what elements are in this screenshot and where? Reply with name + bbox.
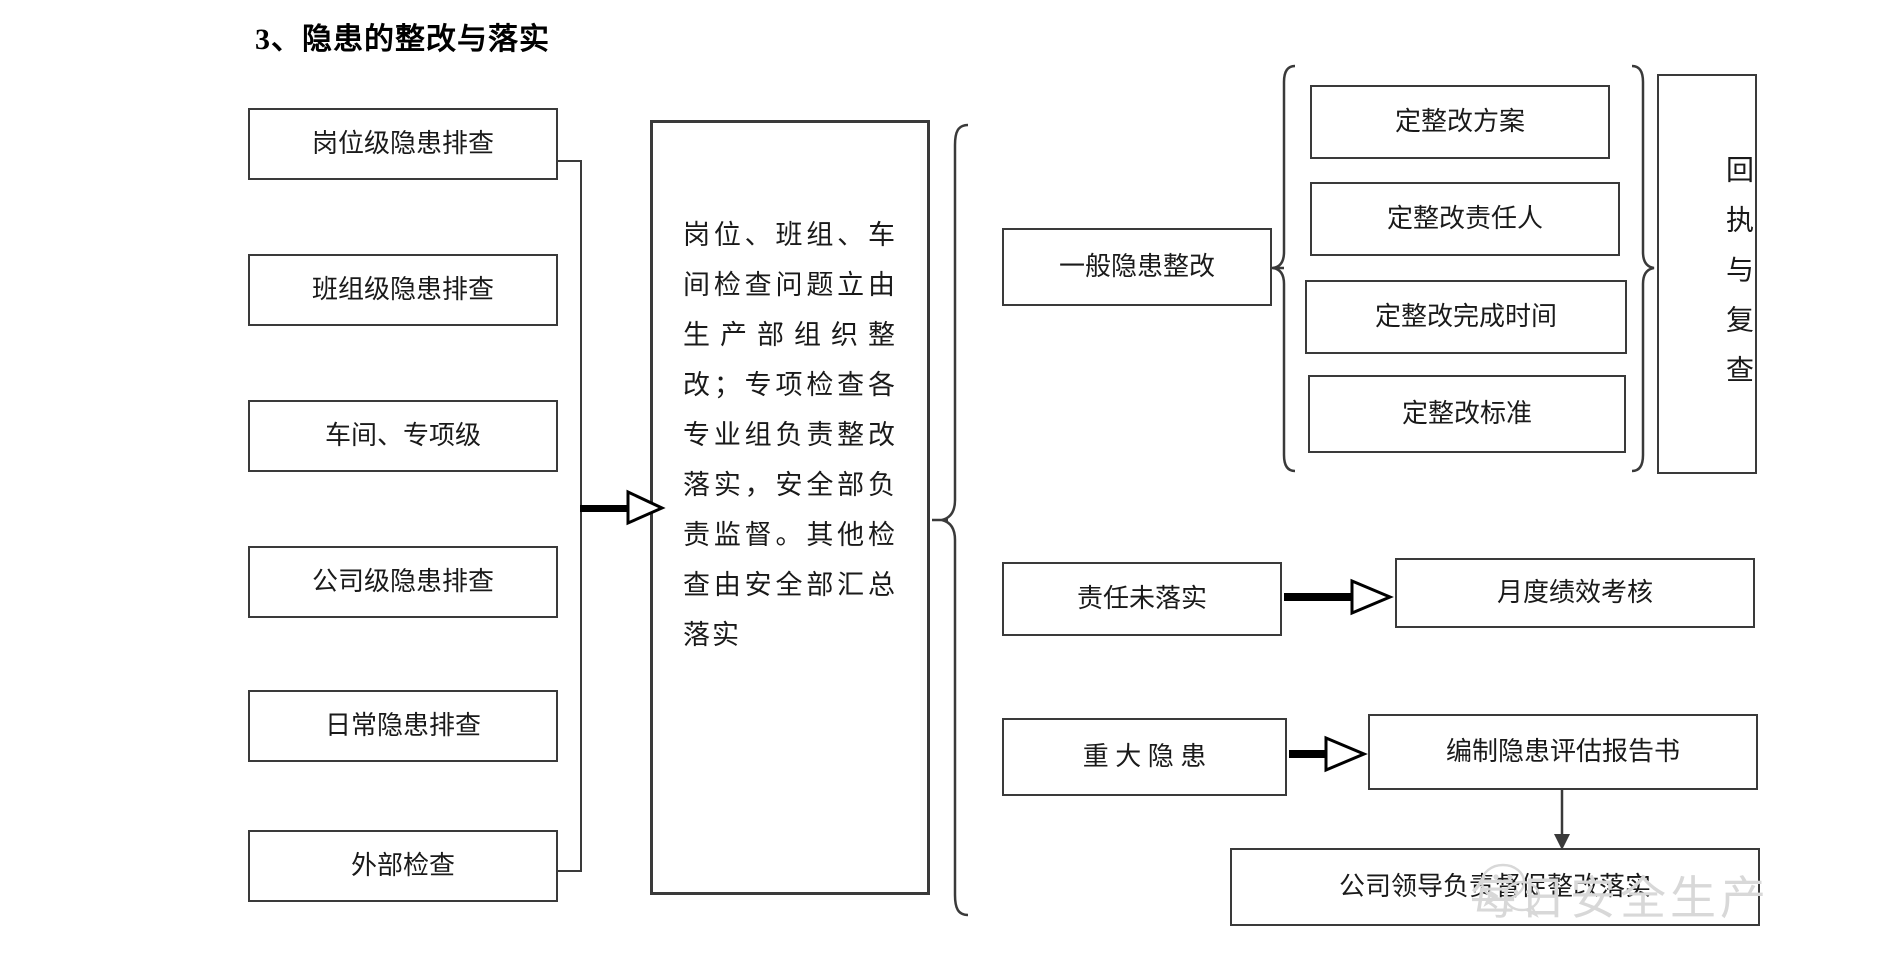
node-rectification-deadline[interactable]: 定整改完成时间: [1305, 280, 1627, 354]
node-major-hazard[interactable]: 重 大 隐 患: [1002, 718, 1287, 796]
node-general-hazard-rectification[interactable]: 一般隐患整改: [1002, 228, 1272, 306]
brace-general-to-items: [1272, 64, 1296, 473]
brace-items-to-receipt: [1631, 64, 1655, 473]
node-inspection-level-5[interactable]: 日常隐患排查: [248, 690, 558, 762]
connector-level-1: [558, 160, 582, 162]
node-receipt-and-review[interactable]: 回执与复查: [1657, 74, 1757, 474]
node-inspection-level-4[interactable]: 公司级隐患排查: [248, 546, 558, 618]
node-responsibility-unfulfilled[interactable]: 责任未落实: [1002, 562, 1282, 636]
brace-process-to-branches: [941, 123, 969, 917]
node-inspection-level-6[interactable]: 外部检查: [248, 830, 558, 902]
node-inspection-level-2[interactable]: 班组级隐患排查: [248, 254, 558, 326]
wechat-icon: [1480, 863, 1541, 918]
node-inspection-level-1[interactable]: 岗位级隐患排查: [248, 108, 558, 180]
node-hazard-assessment-report[interactable]: 编制隐患评估报告书: [1368, 714, 1758, 790]
arrow-responsibility-head: [1350, 578, 1394, 616]
page-title: 3、隐患的整改与落实: [255, 23, 550, 56]
node-inspection-level-3[interactable]: 车间、专项级: [248, 400, 558, 472]
node-rectification-plan[interactable]: 定整改方案: [1310, 85, 1610, 159]
arrow-major-hazard-head: [1324, 735, 1368, 773]
node-monthly-performance-check[interactable]: 月度绩效考核: [1395, 558, 1755, 628]
connector-trunk-vertical: [580, 160, 582, 872]
node-process-description[interactable]: 岗位、班组、车间检查问题立由生产部组织整改；专项检查各专业组负责整改落实，安全部…: [650, 120, 930, 895]
connector-level-6: [558, 870, 582, 872]
watermark-text: 每日安全生产: [1470, 872, 1770, 924]
node-rectification-responsible[interactable]: 定整改责任人: [1310, 182, 1620, 256]
arrow-to-process-shaft: [580, 505, 632, 512]
node-rectification-standard[interactable]: 定整改标准: [1308, 375, 1626, 453]
